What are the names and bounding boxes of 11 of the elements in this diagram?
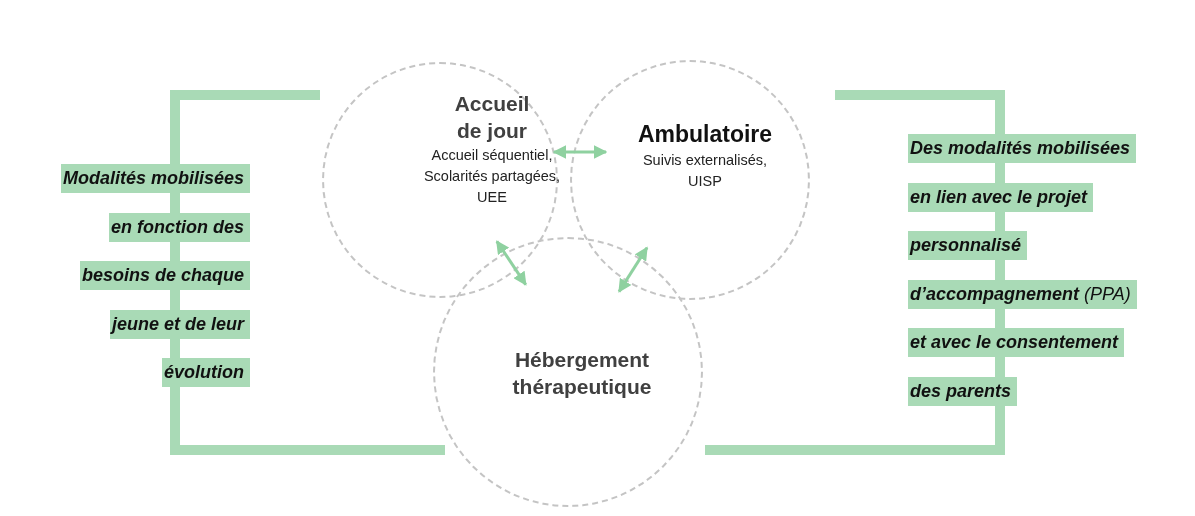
dashed-circle [322, 62, 558, 298]
circle-description: Suivis externalisés, UISP [641, 150, 769, 191]
double-arrow [495, 240, 527, 286]
double-arrow [552, 145, 608, 159]
dashed-circle [570, 60, 810, 300]
double-arrow [617, 246, 649, 293]
circle-title: Accueil de jour [453, 91, 531, 145]
circle-description: Accueil séquentiel, Scolarités partagées, UEE [422, 145, 562, 207]
circle-title: Hébergement thérapeutique [511, 347, 653, 401]
circle-title: Ambulatoire [636, 120, 774, 149]
dashed-circle [433, 237, 703, 507]
